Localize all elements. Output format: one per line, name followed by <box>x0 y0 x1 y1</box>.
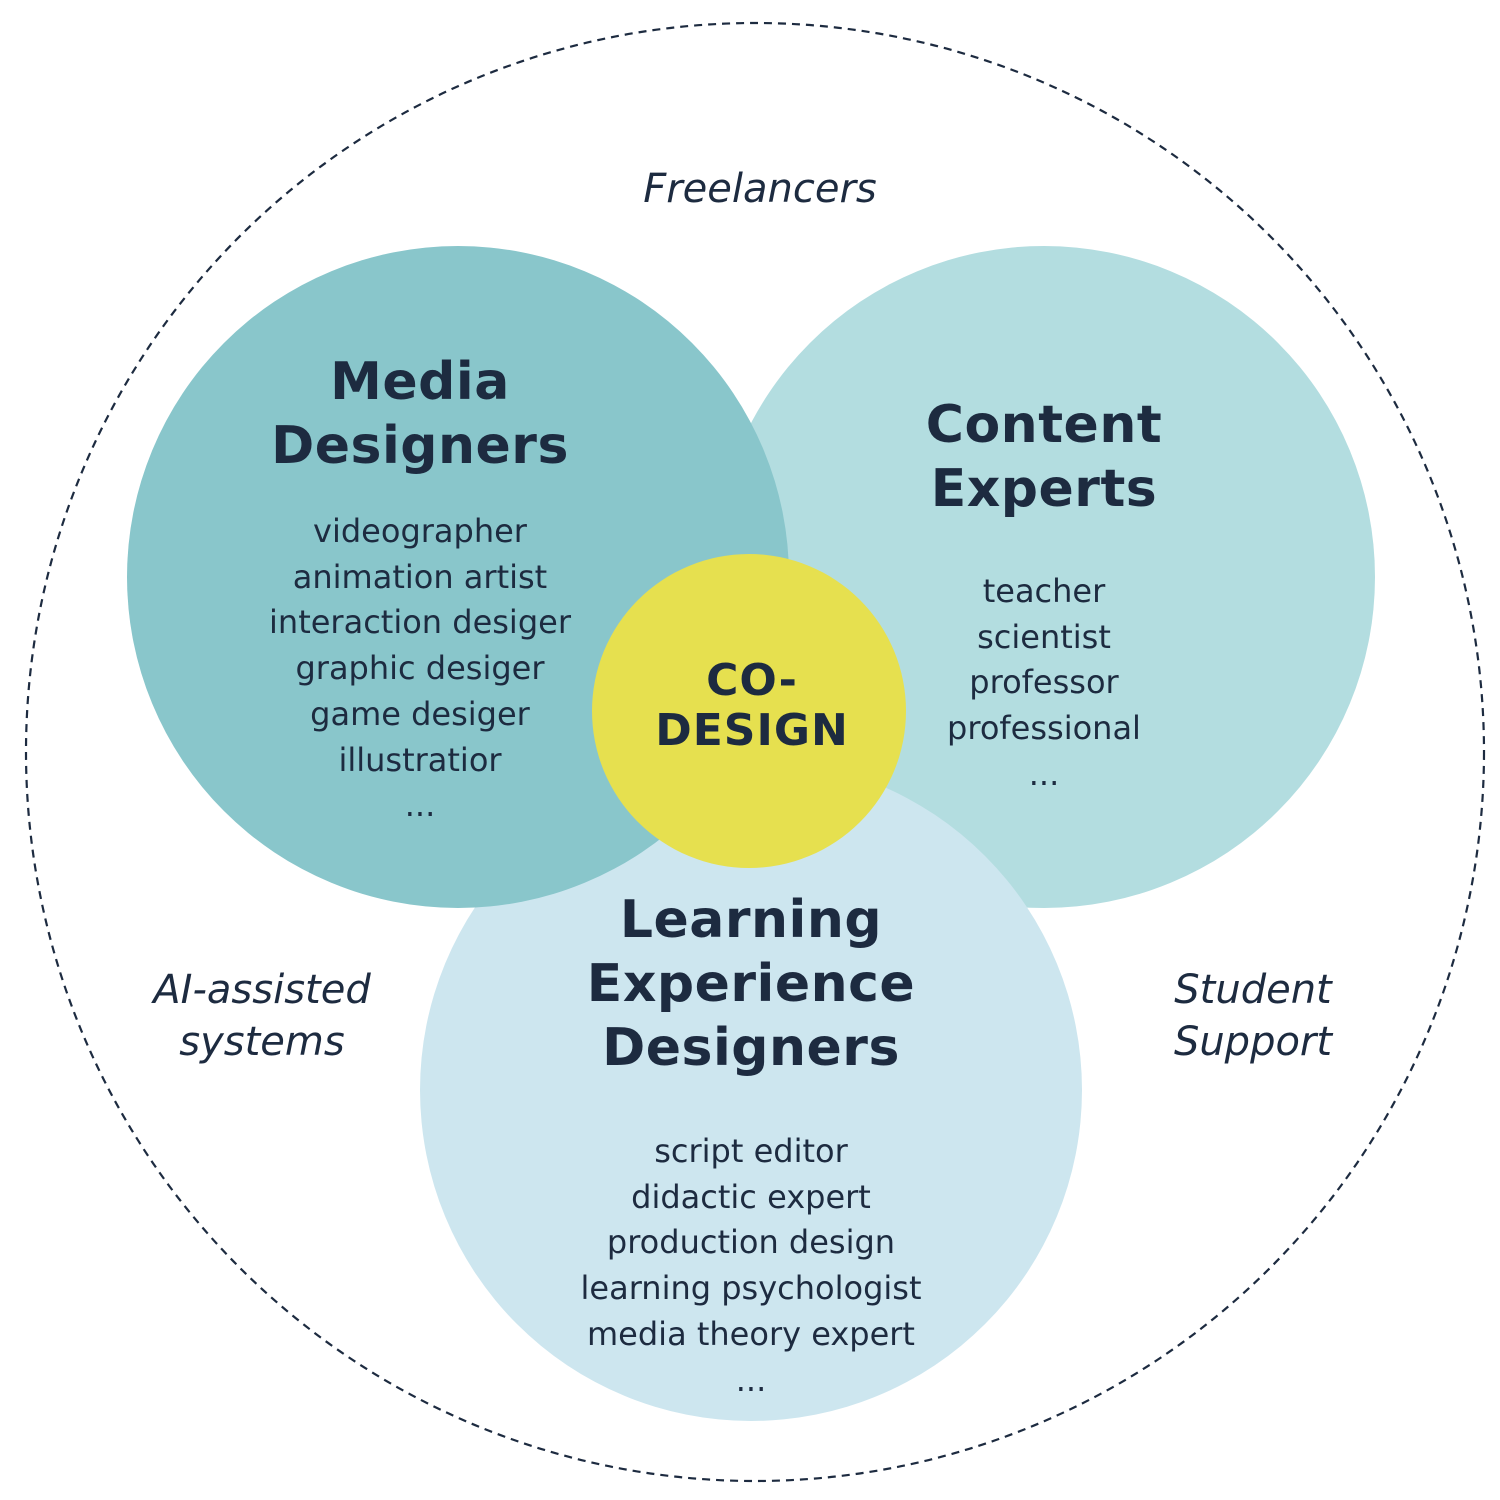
learning-title-line-3: Designers <box>602 1018 900 1078</box>
content-experts-title: Content Experts <box>926 393 1162 521</box>
content-title-line-2: Experts <box>930 459 1158 519</box>
content-experts-roles: teacher scientist professor professional… <box>947 569 1141 798</box>
learning-experience-designers-title: Learning Experience Designers <box>587 888 915 1080</box>
role-game-designer: game desiger <box>310 694 530 733</box>
media-designers-title: Media Designers <box>271 350 569 478</box>
role-more: ... <box>735 1360 767 1399</box>
learning-experience-designers-roles: script editor didactic expert production… <box>581 1129 922 1403</box>
co-design-label: CO- DESIGN <box>655 656 849 756</box>
co-design-line-2: DESIGN <box>655 705 849 756</box>
media-title-line-2: Designers <box>271 416 569 476</box>
role-interaction-designer: interaction desiger <box>269 603 571 642</box>
role-graphic-designer: graphic desiger <box>295 649 545 688</box>
co-design-circle <box>592 554 906 868</box>
role-illustrator: illustratior <box>338 740 502 779</box>
role-professor: professor <box>969 663 1119 702</box>
learning-title-line-2: Experience <box>586 954 916 1014</box>
role-professional: professional <box>947 709 1141 748</box>
systems-line: systems <box>179 1019 345 1065</box>
role-more: ... <box>1028 754 1060 793</box>
role-didactic-expert: didactic expert <box>631 1177 871 1216</box>
support-line: Support <box>1173 1019 1333 1065</box>
role-animation-artist: animation artist <box>292 557 548 596</box>
learning-experience-designers-circle <box>420 759 1082 1421</box>
role-learning-psychologist: learning psychologist <box>580 1269 922 1308</box>
role-videographer: videographer <box>313 512 527 550</box>
outer-dashed-circle <box>24 21 1486 1483</box>
student-support-label: Student Support <box>1174 964 1332 1068</box>
ai-assisted-systems-label: AI-assisted systems <box>153 964 370 1068</box>
role-scientist: scientist <box>977 617 1111 656</box>
role-production-design: production design <box>606 1223 896 1262</box>
student-line: Student <box>1174 967 1332 1013</box>
role-teacher: teacher <box>982 572 1106 610</box>
ai-assisted-line: AI-assisted <box>153 967 371 1013</box>
freelancers-label: Freelancers <box>643 163 877 215</box>
co-design-line-1: CO- <box>706 655 798 706</box>
freelancers-text: Freelancers <box>643 166 877 212</box>
role-media-theory-expert: media theory expert <box>587 1314 915 1353</box>
media-title-line-1: Media <box>330 352 510 412</box>
role-more: ... <box>404 786 436 825</box>
role-script-editor: script editor <box>654 1132 848 1170</box>
learning-title-line-1: Learning <box>619 890 883 950</box>
content-title-line-1: Content <box>925 395 1163 455</box>
media-designers-roles: videographer animation artist interactio… <box>269 509 571 829</box>
